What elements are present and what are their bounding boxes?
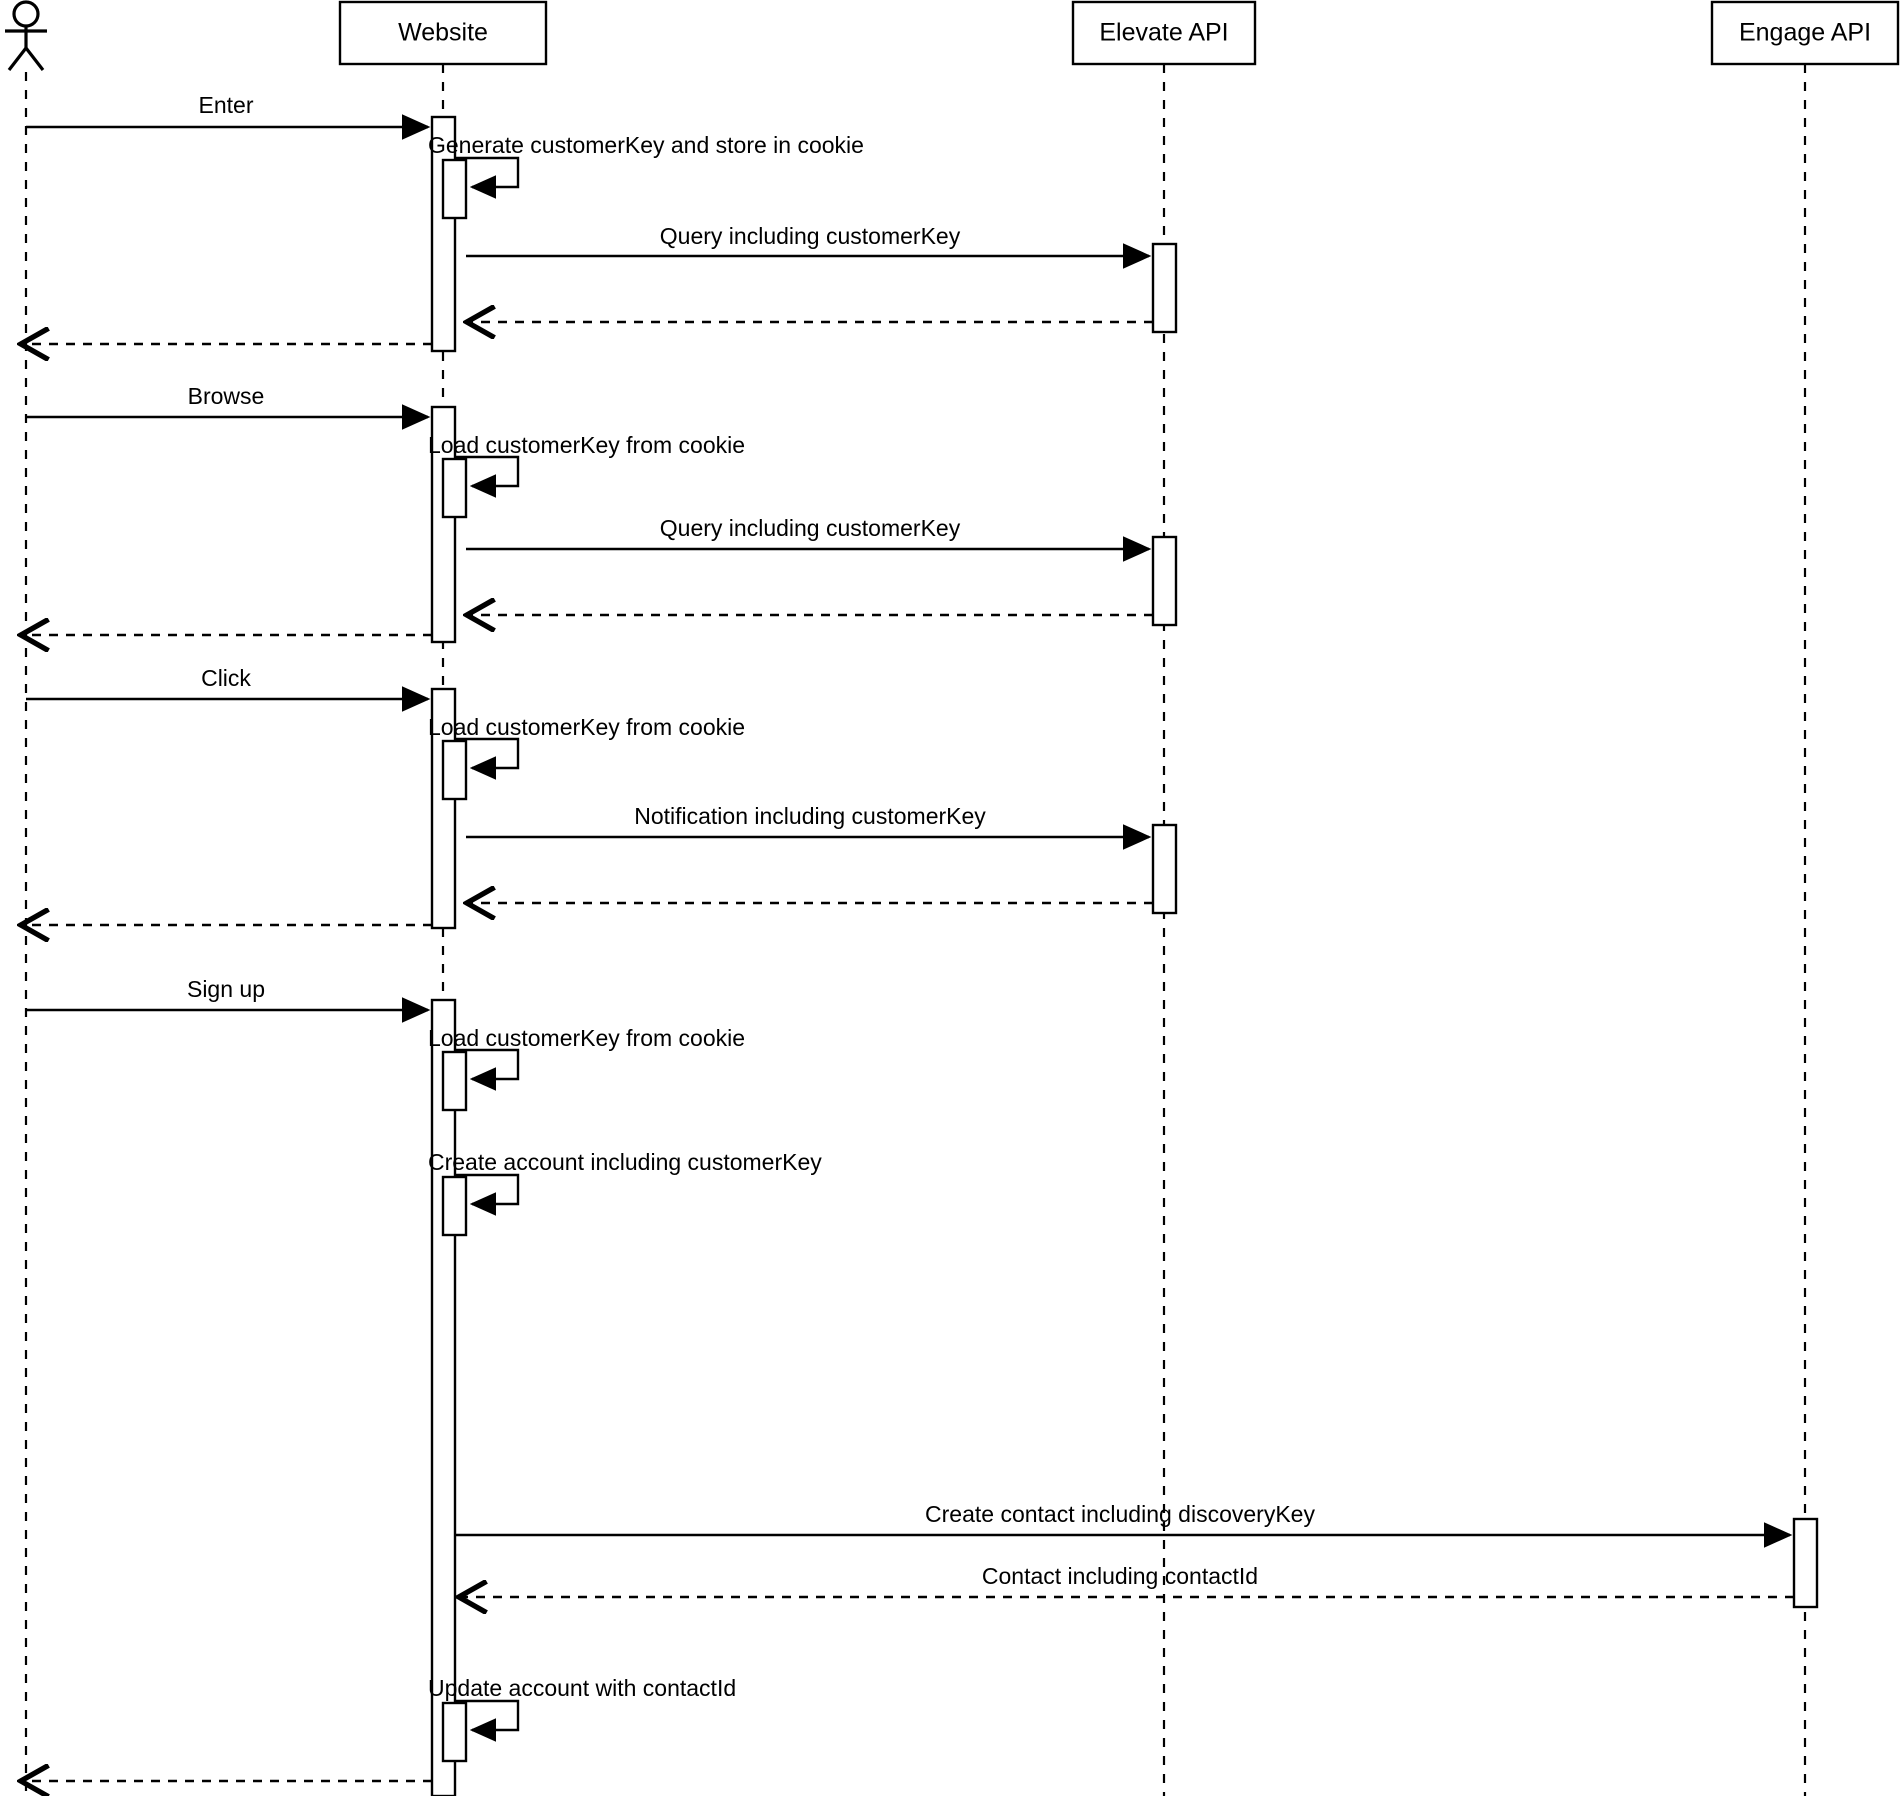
message-label-update-account: Update account with contactId (428, 1675, 736, 1701)
self-message-generate-customerkey (455, 156, 520, 199)
participant-label-website: Website (398, 19, 488, 47)
message-label-enter: Enter (199, 92, 254, 118)
message-label-browse: Browse (188, 383, 265, 409)
actor-stick-figure (5, 0, 47, 71)
message-label-query-customerkey-1: Query including customerKey (660, 223, 961, 249)
activation-elevate-enter (1151, 242, 1178, 334)
message-label-load-customerkey-3: Load customerKey from cookie (428, 1025, 745, 1051)
message-label-generate-customerkey: Generate customerKey and store in cookie (428, 132, 864, 158)
fragment-signup-flow: Sign up Load customerKey from cookie Cre… (22, 976, 1819, 1796)
participant-label-engage-api: Engage API (1739, 19, 1871, 47)
participant-engage-api[interactable]: Engage API (1710, 0, 1900, 66)
message-label-contact-contactid: Contact including contactId (982, 1563, 1258, 1589)
self-message-load-customerkey-3 (455, 1048, 520, 1091)
activation-website-signup-nested-2 (441, 1175, 468, 1237)
fragment-click-flow: Click Load customerKey from cookie Notif… (22, 665, 1178, 928)
activation-website-signup-nested-3 (441, 1701, 468, 1763)
participant-website[interactable]: Website (338, 0, 548, 66)
message-label-signup: Sign up (187, 976, 265, 1002)
message-label-click: Click (201, 665, 251, 691)
self-message-create-account (455, 1173, 520, 1216)
fragment-enter-flow: Enter Generate customerKey and store in … (22, 92, 1178, 351)
activation-engage-signup (1792, 1517, 1819, 1609)
message-label-create-contact: Create contact including discoveryKey (925, 1501, 1315, 1527)
self-message-update-account (455, 1699, 520, 1742)
self-message-load-customerkey-2 (455, 737, 520, 780)
message-label-create-account: Create account including customerKey (428, 1149, 822, 1175)
activation-elevate-browse (1151, 535, 1178, 627)
message-label-load-customerkey-1: Load customerKey from cookie (428, 432, 745, 458)
message-label-query-customerkey-2: Query including customerKey (660, 515, 961, 541)
activation-website-signup-nested-1 (441, 1050, 468, 1112)
activation-website-enter-nested (441, 158, 468, 220)
participant-label-elevate-api: Elevate API (1099, 19, 1228, 47)
activation-website-click-nested (441, 739, 468, 801)
fragment-browse-flow: Browse Load customerKey from cookie Quer… (22, 383, 1178, 642)
message-label-notification-customerkey: Notification including customerKey (634, 803, 986, 829)
activation-elevate-click (1151, 823, 1178, 915)
message-label-load-customerkey-2: Load customerKey from cookie (428, 714, 745, 740)
participant-elevate-api[interactable]: Elevate API (1071, 0, 1257, 66)
self-message-load-customerkey-1 (455, 455, 520, 498)
activation-website-browse-nested (441, 457, 468, 519)
